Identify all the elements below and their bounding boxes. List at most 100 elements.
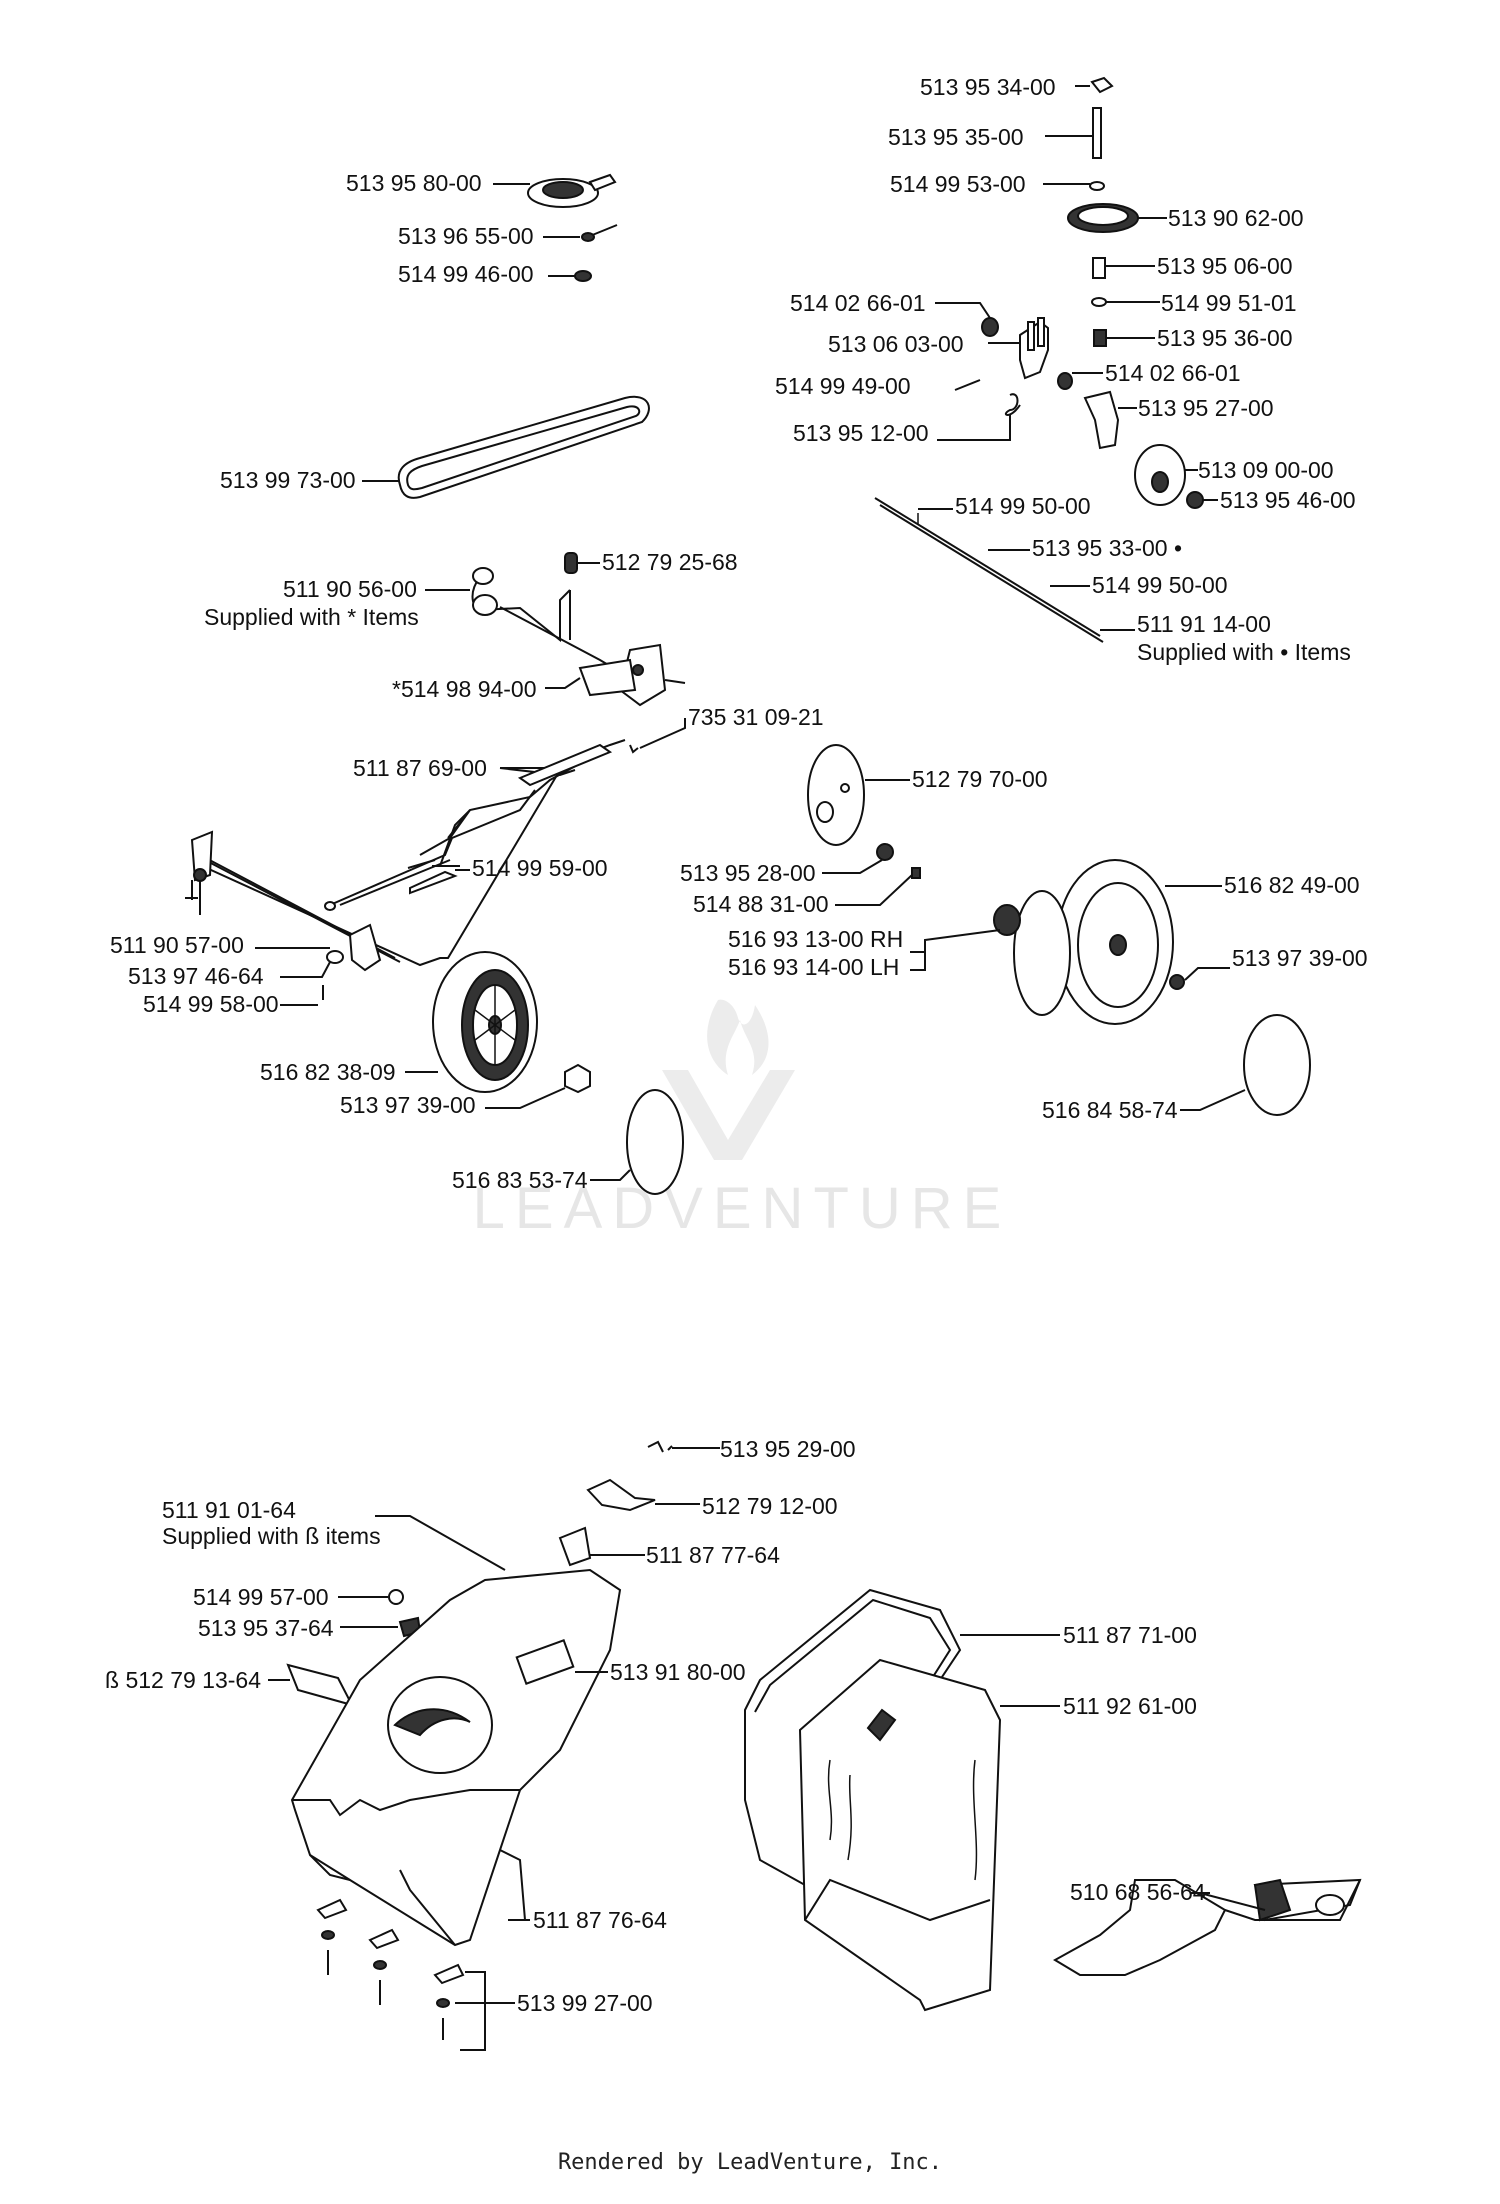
part-label-514-99-57-00: 514 99 57-00: [193, 1584, 329, 1610]
part-label-516-82-38-09: 516 82 38-09: [260, 1059, 396, 1085]
part-label-511-90-57-00: 511 90 57-00: [110, 932, 244, 958]
part-label-513-97-39-00: 513 97 39-00: [1232, 945, 1368, 971]
part-label-513-99-27-00: 513 99 27-00: [517, 1990, 653, 2016]
part-hub: [993, 904, 1021, 936]
part-plug: [388, 1589, 404, 1605]
part-label-514-99-50-00: 514 99 50-00: [955, 493, 1091, 519]
part-wheel-cover: [807, 744, 865, 846]
part-washer-3: [981, 317, 999, 337]
part-axle-bracket: [190, 830, 214, 882]
watermark: LEADVENTURE: [473, 999, 1012, 1241]
supplied-with-dot-items: Supplied with • Items: [1137, 639, 1351, 665]
part-label-513-97-46-64: 513 97 46-64: [128, 963, 264, 989]
part-label-513-06-03-00: 513 06 03-00: [828, 331, 964, 357]
part-label-513-95-28-00: 513 95 28-00: [680, 860, 816, 886]
part-label-514-99-53-00: 514 99 53-00: [890, 171, 1026, 197]
part-grass-bag: [798, 1658, 1002, 2012]
part-label-514-99-59-00: 514 99 59-00: [472, 855, 608, 881]
rear-wheel: [807, 744, 1311, 1116]
part-label-514-99-51-01: 514 99 51-01: [1161, 290, 1297, 316]
part-flap: [558, 1526, 592, 1567]
drive-wheel-assembly: [874, 76, 1218, 643]
part-clip: [1090, 76, 1114, 94]
part-label-516-93-13-00-rh: 516 93 13-00 RH: [728, 926, 903, 952]
part-nut-2: [574, 270, 592, 282]
front-wheel: [405, 951, 684, 1195]
part-label-735-31-09-21: 735 31 09-21: [688, 704, 824, 730]
part-label-516-84-58-74: 516 84 58-74: [1042, 1097, 1178, 1123]
part-label-516-82-49-00: 516 82 49-00: [1224, 872, 1360, 898]
part-label-516-93-14-00-lh: 516 93 14-00 LH: [728, 954, 899, 980]
part-hubcap-2: [1243, 1014, 1311, 1116]
part-label-513-95-37-64: 513 95 37-64: [198, 1615, 334, 1641]
part-mulch-plug: [1053, 1879, 1227, 1976]
part-washer-2: [1091, 297, 1107, 307]
part-drive-belt: [397, 395, 650, 499]
watermark-text: LEADVENTURE: [473, 1176, 1012, 1241]
part-label-511-87-76-64: 511 87 76-64: [533, 1907, 667, 1933]
part-bracket-2: [1083, 390, 1120, 450]
part-label-513-09-00-00: 513 09 00-00: [1198, 457, 1334, 483]
part-hubcap: [626, 1089, 684, 1195]
part-label-512-79-25-68: 512 79 25-68: [602, 549, 738, 575]
part-clip-2: [647, 1440, 673, 1453]
part-bracket-3: [586, 1478, 656, 1512]
part-label-514-02-66-01: 514 02 66-01: [790, 290, 926, 316]
part-label-514-98-94-00: *514 98 94-00: [392, 676, 537, 702]
part-label-514-99-49-00: 514 99 49-00: [775, 373, 911, 399]
part-axle-bracket-2: [348, 923, 382, 972]
v-logo-icon: [662, 1070, 795, 1160]
part-label-511-90-56-00: 511 90 56-00: [283, 576, 417, 602]
footer-credit: Rendered by LeadVenture, Inc.: [557, 2150, 943, 2175]
part-fastener-clip: [316, 1898, 348, 1920]
part-label-513-95-06-00: 513 95 06-00: [1157, 253, 1293, 279]
part-label-514-88-31-00: 514 88 31-00: [693, 891, 829, 917]
part-knob: [564, 552, 578, 574]
part-label-514-99-46-00: 514 99 46-00: [398, 261, 534, 287]
part-label-512-79-13-64: ß 512 79 13-64: [105, 1667, 261, 1693]
part-spring-2: [409, 870, 458, 895]
part-label-513-95-46-00: 513 95 46-00: [1220, 487, 1356, 513]
part-label-514-02-66-01-b: 514 02 66-01: [1105, 360, 1241, 386]
part-label-511-87-69-00: 511 87 69-00: [353, 755, 487, 781]
part-hex-nut: [564, 1063, 591, 1094]
part-label-511-92-61-00: 511 92 61-00: [1063, 1693, 1197, 1719]
part-label-513-99-73-00: 513 99 73-00: [220, 467, 356, 493]
part-nut: [1186, 491, 1204, 509]
grass-bag-assembly: [268, 1440, 1362, 2051]
part-axle: [874, 497, 1101, 637]
part-washer-5: [876, 843, 894, 861]
transmission-assembly: [185, 173, 686, 1006]
part-label-513-95-12-00: 513 95 12-00: [793, 420, 929, 446]
part-pin-2: [954, 379, 981, 391]
part-label-511-91-14-00: 511 91 14-00: [1137, 611, 1271, 637]
part-label-516-83-53-74: 516 83 53-74: [452, 1167, 588, 1193]
part-bushing: [1092, 257, 1106, 279]
part-label: [286, 1663, 354, 1707]
part-labels: 513 95 34-00 513 95 35-00 514 99 53-00 5…: [105, 74, 1368, 2016]
part-label-514-99-58-00: 514 99 58-00: [143, 991, 279, 1017]
part-nut-3: [1169, 974, 1185, 990]
part-label-513-95-34-00: 513 95 34-00: [920, 74, 1056, 100]
part-label-513-95-27-00: 513 95 27-00: [1138, 395, 1274, 421]
part-label-513-95-36-00: 513 95 36-00: [1157, 325, 1293, 351]
part-label-511-87-77-64: 511 87 77-64: [646, 1542, 780, 1568]
part-label-513-95-33-00: 513 95 33-00 •: [1032, 535, 1182, 561]
part-label-512-79-12-00: 512 79 12-00: [702, 1493, 838, 1519]
part-label-513-90-62-00: 513 90 62-00: [1168, 205, 1304, 231]
flame-logo-icon: [707, 999, 769, 1075]
part-label-513-96-55-00: 513 96 55-00: [398, 223, 534, 249]
part-bolt-2: [911, 867, 921, 879]
part-label-513-97-39-00-b: 513 97 39-00: [340, 1092, 476, 1118]
part-label-513-91-80-00: 513 91 80-00: [610, 1659, 746, 1685]
part-label-514-99-50-00-b: 514 99 50-00: [1092, 572, 1228, 598]
part-label-512-79-70-00: 512 79 70-00: [912, 766, 1048, 792]
part-washer: [1089, 181, 1105, 191]
part-label-510-68-56-64: 510 68 56-64: [1070, 1879, 1206, 1905]
part-label-511-91-01-64: 511 91 01-64: [162, 1497, 296, 1523]
part-washer-4: [1057, 372, 1073, 390]
part-rod: [517, 743, 613, 787]
part-label-511-87-71-00: 511 87 71-00: [1063, 1622, 1197, 1648]
part-label-513-95-80-00: 513 95 80-00: [346, 170, 482, 196]
